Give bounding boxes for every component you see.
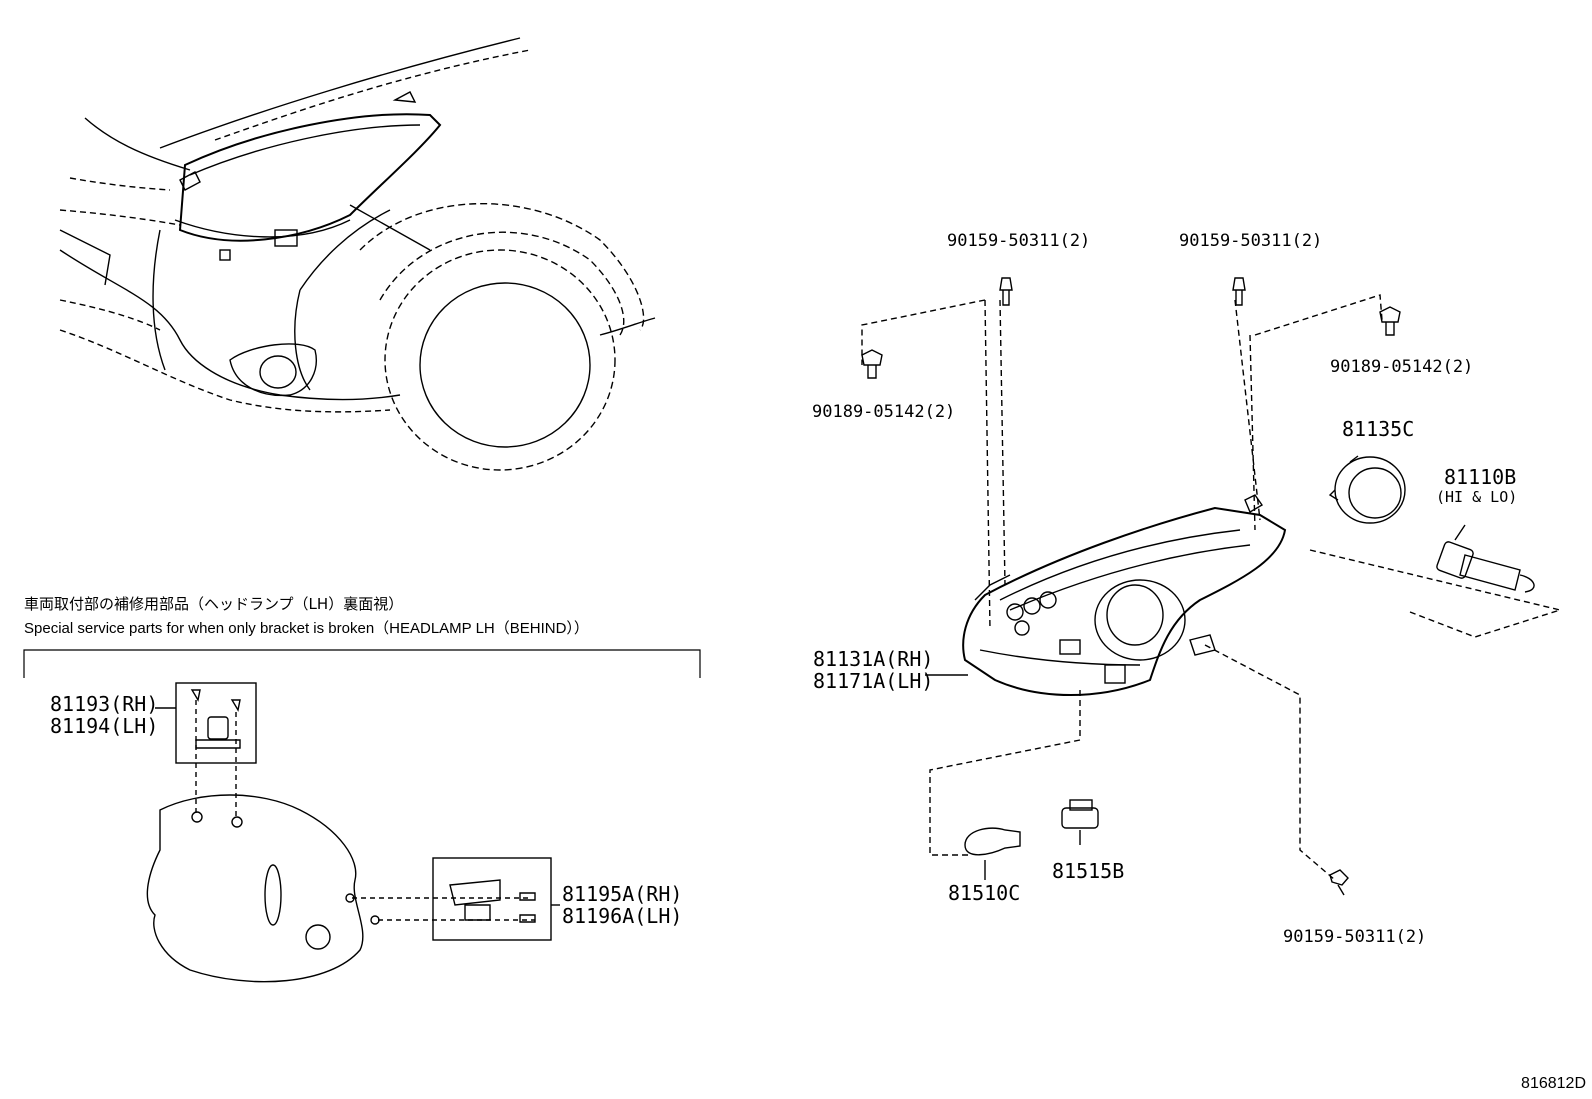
label-bracket-side-rh: 81195A(RH) [562, 882, 683, 906]
fastener-guides [861, 294, 1563, 881]
label-bracket-side-lh: 81196A(LH) [562, 904, 683, 928]
small-socket-icon [1061, 799, 1099, 845]
label-clip-right: 90189-05142(2) [1330, 357, 1474, 377]
label-bracket-upper-rh: 81193(RH) [50, 692, 159, 716]
headlamp-assembly [925, 494, 1287, 696]
main-bulb-icon [1436, 524, 1535, 593]
label-bracket-upper-lh: 81194(LH) [50, 714, 159, 738]
label-headlamp: 81131A(RH) 81171A(LH) [813, 648, 933, 692]
service-note-en: Special service parts for when only brac… [24, 620, 589, 637]
label-headlamp-rh: 81131A(RH) [813, 647, 934, 671]
label-screw-bottom: 90159-50311(2) [1283, 927, 1427, 947]
label-small-bulb: 81510C [948, 881, 1021, 905]
fastener-icons [861, 277, 1401, 896]
label-main-bulb: 81110B [1444, 465, 1517, 489]
service-parts-section [23, 649, 701, 983]
label-bracket-upper: 81193(RH) 81194(LH) [50, 693, 158, 737]
illustration-code: 816812D [1521, 1075, 1586, 1092]
label-main-bulb-note: (HI & LO) [1436, 488, 1518, 506]
label-socket-ring: 81135C [1342, 417, 1415, 441]
service-note-jp: 車両取付部の補修用部品（ヘッドランプ（LH）裏面視） [24, 595, 404, 613]
small-bulb-icon [964, 827, 1021, 880]
label-clip-left: 90189-05142(2) [812, 402, 956, 422]
label-screw-top-left: 90159-50311(2) [947, 231, 1091, 251]
label-small-socket: 81515B [1052, 859, 1125, 883]
label-bracket-side: 81195A(RH) 81196A(LH) [562, 883, 682, 927]
car-front-illustration [59, 37, 656, 471]
socket-ring-icon [1328, 455, 1406, 524]
label-headlamp-lh: 81171A(LH) [813, 669, 934, 693]
label-screw-top-right: 90159-50311(2) [1179, 231, 1323, 251]
